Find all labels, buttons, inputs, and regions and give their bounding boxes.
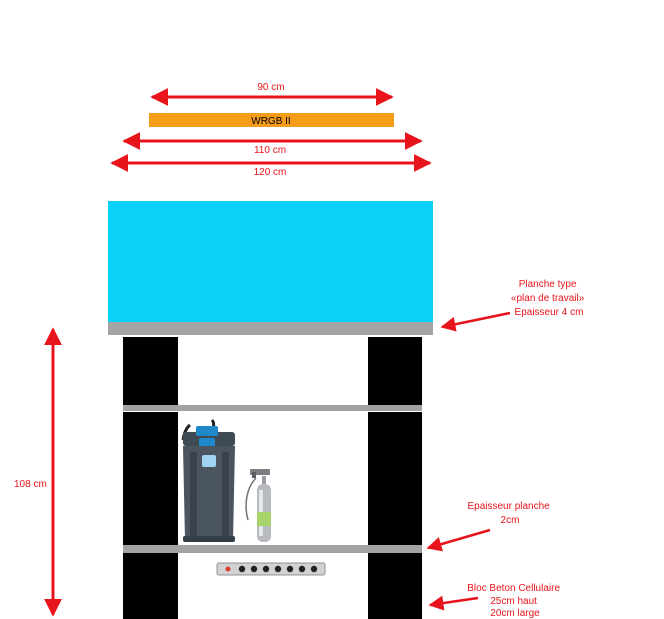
dimension-label-120: 120 cm <box>254 167 287 178</box>
annotation-arrow-blocks <box>428 595 479 611</box>
annotation-arrow-shelf <box>426 528 491 552</box>
block-right-middle <box>368 412 422 545</box>
dimension-label-90: 90 cm <box>257 82 284 93</box>
block-left-bottom <box>123 553 178 619</box>
power-strip <box>216 562 326 576</box>
worktop-plank <box>108 322 433 335</box>
aquarium-tank <box>108 201 433 322</box>
block-left-upper <box>123 337 178 405</box>
external-filter <box>181 418 235 542</box>
co2-bottle <box>245 469 271 542</box>
dimension-label-110: 110 cm <box>254 145 286 156</box>
block-left-middle <box>123 412 178 545</box>
annotation-arrow-worktop <box>440 311 511 332</box>
block-right-bottom <box>368 553 422 619</box>
light-bar <box>149 113 394 127</box>
shelf-plank-upper <box>123 405 422 411</box>
light-label: WRGB II <box>251 116 290 127</box>
annotation-shelf: Epaisseur planche 2cm <box>467 501 552 526</box>
dimension-label-108: 108 cm <box>14 479 47 490</box>
annotation-blocks: Bloc Beton Cellulaire 25cm haut 20cm lar… <box>467 583 563 619</box>
shelf-plank-lower <box>123 545 422 553</box>
annotation-worktop: Planche type «plan de travail» Epaisseur… <box>511 279 587 318</box>
block-right-upper <box>368 337 422 405</box>
